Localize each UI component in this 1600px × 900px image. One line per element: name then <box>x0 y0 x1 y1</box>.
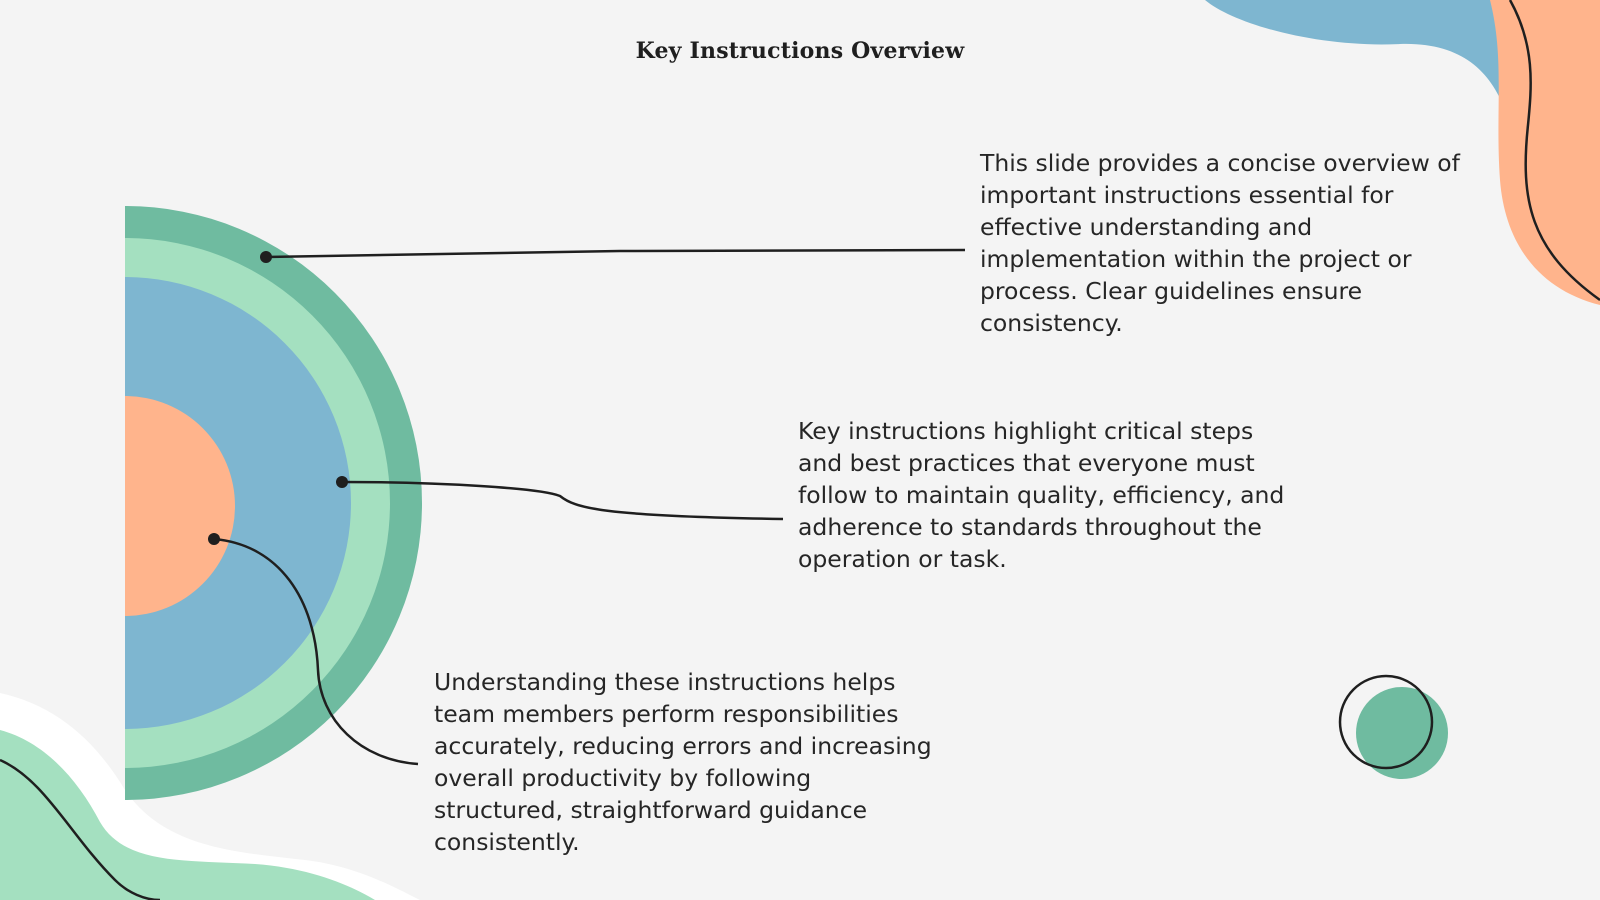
description-text-3: Understanding these instructions helps t… <box>434 668 932 856</box>
description-text-2: Key instructions highlight critical step… <box>798 417 1285 573</box>
bottom-left-contour-line <box>0 758 161 900</box>
core-peach <box>125 396 235 616</box>
slide-title: Key Instructions Overview <box>635 38 965 64</box>
concentric-ring-diagram <box>125 206 422 800</box>
connector-line-2 <box>341 480 784 521</box>
accent-circle-filled <box>1356 687 1448 779</box>
right-peach-blob <box>1490 0 1600 305</box>
connector-dot-2 <box>336 476 348 488</box>
connector-dot-3 <box>208 533 220 545</box>
ring-blue <box>125 277 351 729</box>
accent-circle-outline <box>1338 674 1434 770</box>
connector-line-1 <box>265 248 966 259</box>
connector-line-3 <box>213 537 419 766</box>
description-text-1: This slide provides a concise overview o… <box>980 149 1460 337</box>
connector-dot-1 <box>260 251 272 263</box>
right-contour-line <box>1508 0 1600 302</box>
